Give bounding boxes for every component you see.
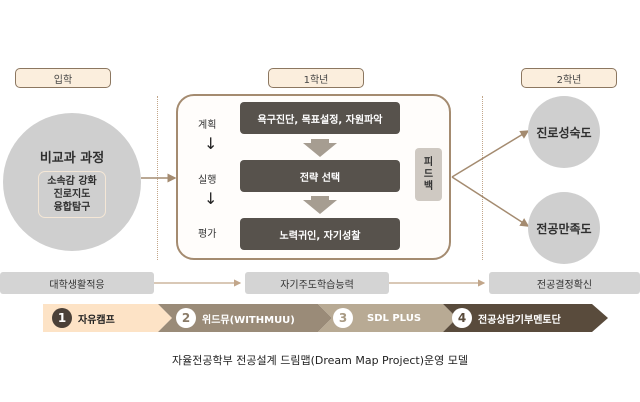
feedback-char: 백 (423, 180, 434, 192)
outcome-label: 전공만족도 (536, 221, 592, 236)
box-strategy-selection: 전략 선택 (240, 160, 400, 192)
feedback-char: 드 (423, 168, 434, 180)
bar-major-decision-confidence: 전공결정확신 (489, 272, 640, 294)
entry-circle: 비교과 과정 소속감 강화 진로지도 융합탐구 (3, 113, 141, 251)
divider-right (482, 96, 483, 260)
program-label: 자유캠프 (78, 314, 115, 326)
entry-circle-items: 소속감 강화 진로지도 융합탐구 (38, 170, 106, 218)
program-label: SDL PLUS (367, 312, 422, 324)
down-arrow-icon: ↓ (204, 134, 218, 153)
entry-item: 융합탐구 (53, 201, 91, 213)
flow-arrow-stem (311, 196, 329, 200)
program-number-badge: 2 (176, 308, 196, 328)
stage-label-entry: 입학 (15, 68, 111, 88)
step-plan: 계획 (198, 120, 217, 131)
step-execute: 실행 (198, 175, 217, 186)
program-label: 전공상담기부멘토단 (478, 314, 561, 326)
bar-self-directed-learning: 자기주도학습능력 (245, 272, 389, 294)
bar-college-adjustment: 대학생활적응 (0, 272, 154, 294)
program-label: 위드뮤(WITHMUU) (202, 314, 295, 326)
outcome-label: 진로성숙도 (536, 125, 592, 140)
stage-label-year2: 2학년 (521, 68, 617, 88)
flow-arrow-icon (303, 200, 337, 214)
feedback-label: 피 드 백 (415, 148, 442, 201)
program-number-badge: 4 (452, 308, 472, 328)
entry-item: 소속감 강화 (47, 175, 97, 187)
entry-circle-title: 비교과 과정 (39, 150, 105, 166)
box-effort-reflection: 노력귀인, 자기성찰 (240, 218, 400, 250)
program-number-badge: 3 (333, 308, 353, 328)
program-1: 1 자유캠프 (52, 304, 115, 332)
program-number-badge: 1 (52, 308, 72, 328)
flow-arrow-icon (303, 143, 337, 157)
down-arrow-icon: ↓ (204, 189, 218, 208)
figure-caption: 자율전공학부 전공설계 드림맵(Dream Map Project)운영 모델 (172, 354, 468, 367)
program-4: 4 전공상담기부멘토단 (452, 304, 561, 332)
outcome-career-maturity: 진로성숙도 (528, 96, 600, 168)
box-needs-assessment: 욕구진단, 목표설정, 자원파악 (240, 102, 400, 134)
program-3: 3 SDL PLUS (333, 304, 421, 332)
outcome-major-satisfaction: 전공만족도 (528, 192, 600, 264)
step-evaluate: 평가 (198, 229, 217, 240)
stage-label-year1: 1학년 (268, 68, 364, 88)
feedback-char: 피 (423, 156, 434, 168)
program-2: 2 위드뮤(WITHMUU) (176, 304, 295, 332)
entry-item: 진로지도 (53, 188, 91, 200)
flow-arrow-stem (311, 139, 329, 143)
